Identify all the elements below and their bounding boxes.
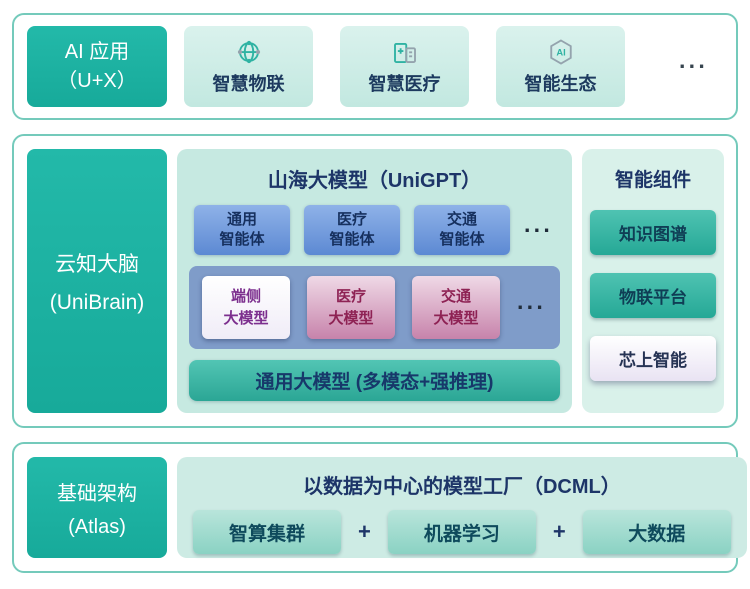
dcml-items-row: 智算集群 + 机器学习 + 大数据: [193, 510, 731, 554]
unibrain-label-line1: 云知大脑: [55, 252, 139, 276]
ai-apps-items-row: 智慧物联 智慧医疗 AI 智能生态 ···: [184, 26, 718, 107]
atlas-item-big-data: 大数据: [582, 510, 731, 554]
plus-sign: +: [552, 519, 566, 544]
general-base-model-bar: 通用大模型 (多模态+强推理): [189, 360, 560, 401]
ai-hexagon-badge: AI: [556, 48, 565, 58]
app-item-label: 智慧医疗: [368, 74, 441, 94]
agent-label-line2: 智能体: [219, 231, 265, 248]
agent-label-line2: 智能体: [329, 231, 375, 248]
atlas-label-box: 基础架构 (Atlas): [27, 457, 167, 558]
models-ellipsis: ···: [517, 294, 546, 320]
plus-sign: +: [358, 519, 371, 544]
unigpt-model-panel: 山海大模型（UniGPT） 通用 智能体 医疗 智能体 交通 智能体 ··· 端…: [177, 149, 572, 413]
agent-label-line1: 医疗: [336, 210, 367, 228]
model-label-line2: 大模型: [433, 309, 479, 327]
model-edge: 端侧 大模型: [202, 276, 290, 339]
smart-components-panel: 智能组件 知识图谱 物联平台 芯上智能: [582, 149, 724, 413]
atlas-label-line2: (Atlas): [68, 515, 126, 538]
domain-models-band: 端侧 大模型 医疗 大模型 交通 大模型 ···: [189, 266, 560, 349]
unibrain-label-box: 云知大脑 (UniBrain): [27, 149, 167, 413]
hospital-icon: [390, 37, 420, 67]
agent-general: 通用 智能体: [194, 205, 290, 255]
section-atlas: 基础架构 (Atlas) 以数据为中心的模型工厂（DCML） 智算集群 + 机器…: [12, 442, 747, 573]
smart-components-title: 智能组件: [614, 170, 691, 191]
agent-label-line2: 智能体: [439, 231, 485, 248]
model-traffic: 交通 大模型: [412, 276, 500, 339]
apps-ellipsis: ···: [679, 53, 708, 79]
dcml-title: 以数据为中心的模型工厂（DCML）: [302, 476, 621, 498]
component-on-chip-ai: 芯上智能: [590, 336, 716, 381]
agent-traffic: 交通 智能体: [414, 205, 510, 255]
agent-label-line1: 交通: [446, 210, 477, 228]
unibrain-label-line2: (UniBrain): [49, 290, 145, 314]
model-medical: 医疗 大模型: [307, 276, 395, 339]
atlas-label-line1: 基础架构: [57, 482, 137, 505]
app-item-smart-healthcare: 智慧医疗: [340, 26, 469, 107]
component-knowledge-graph: 知识图谱: [590, 210, 716, 255]
section-ai-applications: AI 应用 （U+X） 智慧物联: [12, 13, 738, 120]
agents-ellipsis: ···: [524, 216, 553, 243]
agent-label-line1: 通用: [226, 210, 257, 228]
app-item-label: 智慧物联: [212, 74, 285, 94]
model-label-line1: 交通: [440, 287, 471, 305]
agent-medical: 医疗 智能体: [304, 205, 400, 255]
smart-components-list: 知识图谱 物联平台 芯上智能: [590, 192, 716, 399]
ai-apps-label-line2: （U+X）: [57, 69, 137, 92]
app-item-smart-ecosystem: AI 智能生态: [496, 26, 625, 107]
ai-apps-label-line1: AI 应用: [64, 40, 130, 63]
ai-apps-label-box: AI 应用 （U+X）: [27, 26, 167, 107]
agents-row: 通用 智能体 医疗 智能体 交通 智能体 ···: [189, 205, 560, 255]
dcml-panel: 以数据为中心的模型工厂（DCML） 智算集群 + 机器学习 + 大数据: [177, 457, 747, 558]
ai-hexagon-icon: AI: [546, 37, 576, 67]
model-label-line1: 端侧: [230, 287, 261, 305]
app-item-label: 智能生态: [524, 74, 597, 94]
atlas-item-machine-learning: 机器学习: [387, 510, 536, 554]
model-label-line2: 大模型: [223, 309, 269, 327]
unigpt-title: 山海大模型（UniGPT）: [267, 170, 482, 192]
iot-network-icon: [234, 37, 264, 67]
app-item-smart-iot: 智慧物联: [184, 26, 313, 107]
component-iot-platform: 物联平台: [590, 273, 716, 318]
model-label-line2: 大模型: [328, 309, 374, 327]
atlas-item-computing-cluster: 智算集群: [193, 510, 341, 554]
model-label-line1: 医疗: [335, 287, 366, 305]
section-unibrain: 云知大脑 (UniBrain) 山海大模型（UniGPT） 通用 智能体 医疗 …: [12, 134, 738, 428]
